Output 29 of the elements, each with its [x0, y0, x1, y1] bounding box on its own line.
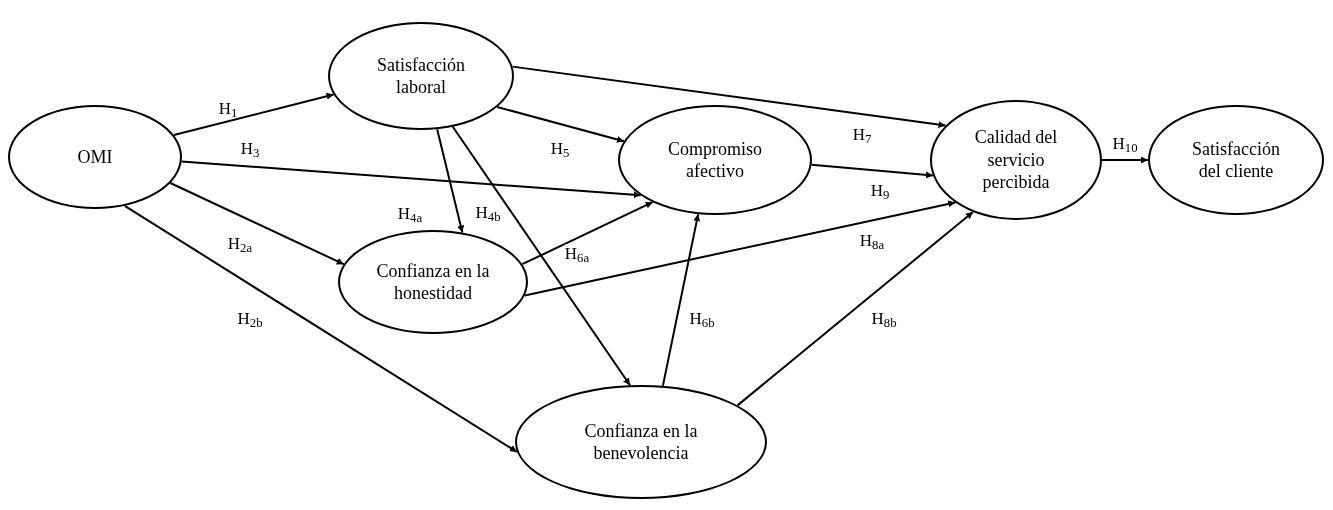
arrow [511, 65, 947, 129]
node-label: Compromiso afectivo [667, 137, 763, 183]
ellipse-node [328, 22, 514, 130]
arrow [169, 182, 345, 266]
arrow [1101, 156, 1149, 164]
arrow [172, 92, 335, 136]
edge-label: H$_{6a}$ [564, 244, 590, 262]
arrow [436, 128, 465, 234]
ellipse-node [515, 385, 767, 499]
arrow [661, 213, 701, 387]
node-label: Satisfacción laboral [376, 53, 466, 99]
arrow [523, 200, 957, 297]
node-label: Confianza en la honestidad [375, 259, 491, 305]
arrow [180, 160, 642, 199]
arrow [451, 125, 631, 387]
ellipse-node [8, 105, 182, 209]
ellipse-node [930, 100, 1102, 220]
arrow [123, 204, 518, 453]
node-label: Calidad del servicio percibida [973, 126, 1059, 194]
arrow [521, 201, 654, 266]
ellipse-node [338, 230, 528, 334]
ellipse-node [618, 105, 812, 215]
arrow [736, 210, 974, 407]
node-label: OMI [77, 145, 113, 169]
arrow [810, 163, 934, 179]
arrow [496, 105, 625, 143]
ellipse-node [1148, 105, 1324, 215]
node-label: Confianza en la benevolencia [583, 419, 699, 465]
node-label: Satisfacción del cliente [1191, 137, 1281, 183]
